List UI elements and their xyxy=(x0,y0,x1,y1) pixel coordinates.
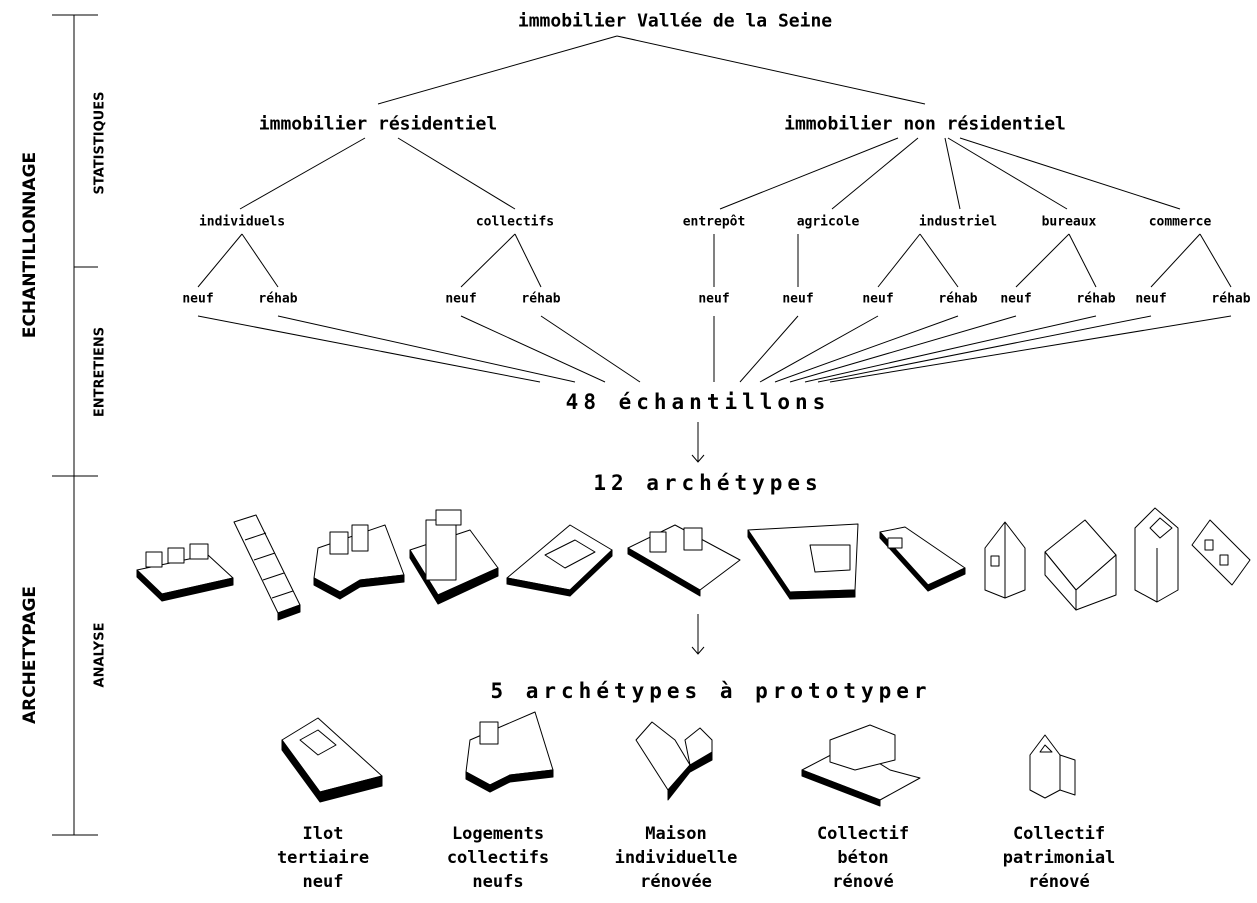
tree-leaf: réhab xyxy=(258,291,298,307)
prototype-illustrations xyxy=(281,711,1076,807)
archetype-image xyxy=(1134,507,1179,603)
tree-edge xyxy=(514,233,542,288)
tree-edge xyxy=(1015,233,1070,288)
tree-category: agricole xyxy=(796,214,860,230)
tree-leaf: réhab xyxy=(1211,291,1251,307)
archetype-illustrations xyxy=(136,507,1251,621)
prototype-image xyxy=(635,721,713,801)
archetype-image xyxy=(1191,519,1251,586)
step-label-statistiques: STATISTIQUES xyxy=(92,91,108,195)
tree-edge xyxy=(1150,233,1201,288)
tree-edge xyxy=(277,315,576,383)
tree-edge xyxy=(947,137,1068,210)
tree-edge xyxy=(944,137,961,210)
tree-edge xyxy=(829,315,1232,383)
tree-category: bureaux xyxy=(1041,214,1097,230)
tree-edge xyxy=(831,137,919,210)
arrow-head xyxy=(691,646,705,655)
tree-edge xyxy=(1199,233,1232,288)
tree-edge xyxy=(774,315,959,383)
tree-leaf: neuf xyxy=(1135,291,1167,307)
tree-edge xyxy=(804,315,1097,383)
tree-leaf: neuf xyxy=(782,291,814,307)
prototype-image xyxy=(465,711,554,793)
tree-leaf: réhab xyxy=(938,291,978,307)
archetype-image xyxy=(627,524,741,597)
phase-label-echantillonnage: ECHANTILLONNAGE xyxy=(20,151,40,339)
tree-edge xyxy=(959,137,1181,210)
tree-edge xyxy=(1068,233,1097,288)
tree-edge xyxy=(739,315,799,383)
tree-leaf: neuf xyxy=(445,291,477,307)
tree-edge xyxy=(817,315,1152,383)
tree-leaf: réhab xyxy=(521,291,561,307)
tree-edge xyxy=(197,315,541,383)
tree-leaf: neuf xyxy=(1000,291,1032,307)
tree-edge xyxy=(616,35,926,105)
tree-edge xyxy=(460,315,606,383)
archetype-image xyxy=(136,543,234,602)
archetype-image xyxy=(409,509,499,605)
archetype-image xyxy=(879,526,966,592)
tree-edge xyxy=(789,315,1017,383)
archetype-image xyxy=(747,523,859,600)
prototype-image xyxy=(1029,734,1076,799)
tree-edge xyxy=(239,137,366,210)
tree-leaf: neuf xyxy=(698,291,730,307)
step-label-analyse: ANALYSE xyxy=(92,622,108,688)
tree-category: industriel xyxy=(918,214,998,230)
tree-edge xyxy=(919,233,959,288)
tree-edge xyxy=(241,233,279,288)
prototype-image xyxy=(801,724,921,807)
tree-category: entrepôt xyxy=(682,214,746,230)
prototype-image xyxy=(281,717,383,803)
samples-count: 48 échantillons xyxy=(565,390,831,414)
tree-root: immobilier Vallée de la Seine xyxy=(517,10,833,32)
arrow-head xyxy=(691,454,705,463)
tree-node-non-residentiel: immobilier non résidentiel xyxy=(784,113,1066,135)
tree-leaf: neuf xyxy=(862,291,894,307)
tree-leaf: neuf xyxy=(182,291,214,307)
archetype-image xyxy=(506,524,613,597)
archetypes-count: 12 archétypes xyxy=(593,471,823,495)
tree-edge xyxy=(540,315,641,383)
tree-edge xyxy=(719,137,899,210)
tree-edge xyxy=(759,315,879,383)
tree-edge xyxy=(197,233,243,288)
prototype-heading: 5 archétypes à prototyper xyxy=(490,679,932,703)
tree-leaf: réhab xyxy=(1076,291,1116,307)
step-label-entretiens: ENTRETIENS xyxy=(92,326,108,418)
tree-edge xyxy=(397,137,516,210)
tree-node-residentiel: immobilier résidentiel xyxy=(258,113,498,135)
archetype-image xyxy=(313,524,405,600)
phase-label-archetypage: ARCHETYPAGE xyxy=(20,585,40,725)
archetype-image xyxy=(984,521,1026,599)
tree-edge xyxy=(377,35,618,105)
tree-edge xyxy=(460,233,516,288)
tree-category: commerce xyxy=(1148,214,1212,230)
archetype-image xyxy=(233,514,301,621)
archetype-image xyxy=(1044,519,1117,611)
tree-edge xyxy=(877,233,921,288)
tree-category: individuels xyxy=(198,214,286,230)
tree-category: collectifs xyxy=(475,214,555,230)
